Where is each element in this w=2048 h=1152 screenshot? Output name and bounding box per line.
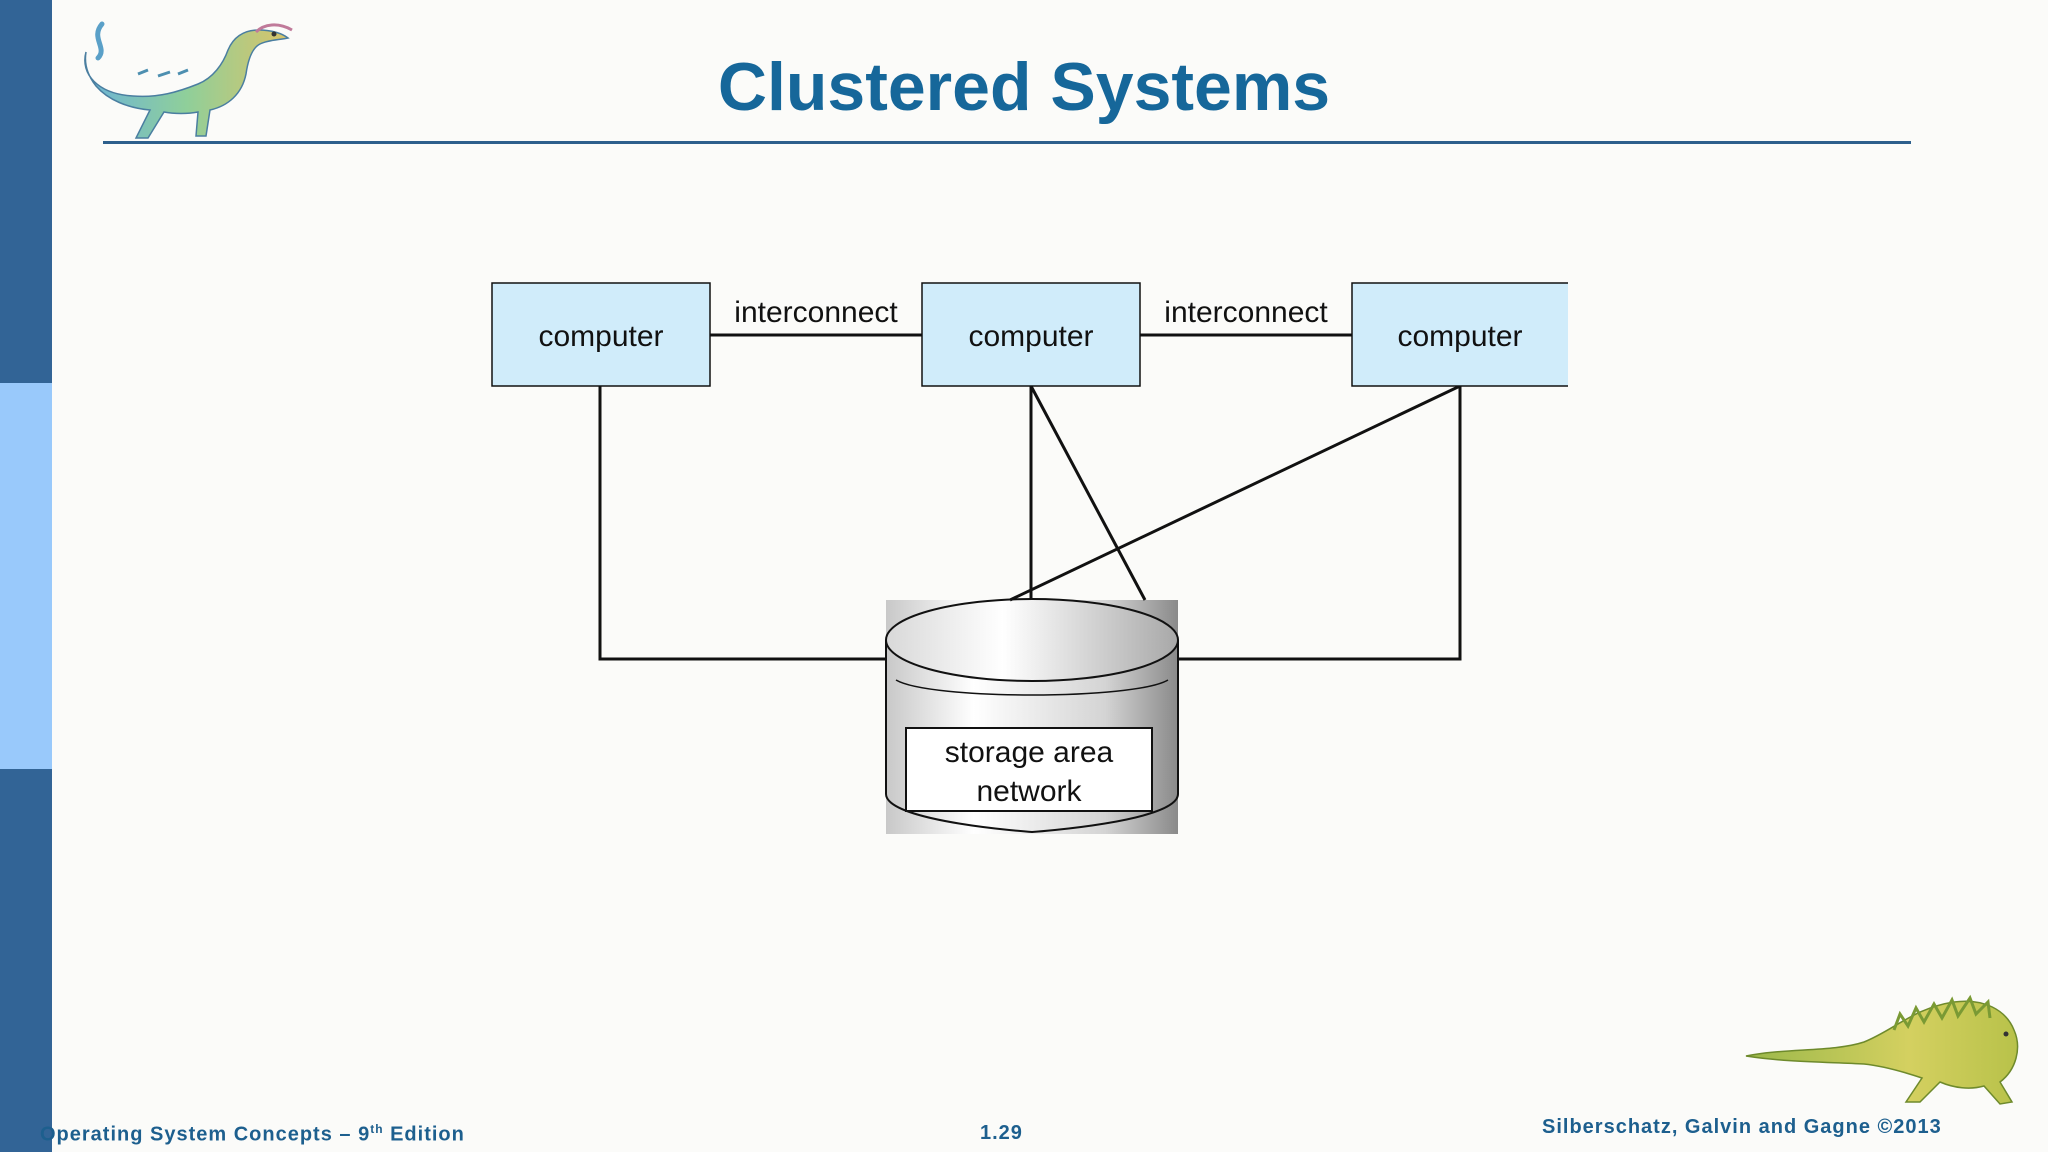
- left-side-bar-highlight: [0, 383, 52, 769]
- storage-label-box: [905, 727, 1153, 812]
- line-center-computer-diagonal: [1029, 385, 1147, 601]
- computer-box-3: [1351, 282, 1568, 387]
- slide-title: Clustered Systems: [717, 49, 1331, 125]
- interconnect-label-2: interconnect: [1164, 296, 1328, 329]
- computer-box-2: [921, 282, 1141, 387]
- title-divider: [103, 141, 1911, 144]
- storage-label-line-1: storage area: [945, 736, 1114, 769]
- footer-book-title: Operating System Concepts – 9th Edition: [40, 1122, 465, 1147]
- cylinder-inner-rim: [895, 679, 1169, 696]
- footer-book-title-suffix: Edition: [383, 1123, 465, 1146]
- computer-label-3: computer: [1397, 320, 1522, 353]
- computer-box-1: [491, 282, 711, 387]
- computer-node-3: computer: [1351, 282, 1568, 387]
- computer-node-1: computer: [491, 282, 711, 387]
- line-right-computer-to-storage: [1178, 386, 1462, 661]
- line-left-computer-to-storage: [598, 386, 886, 661]
- interconnect-label-1: interconnect: [734, 296, 898, 329]
- footer-authors: Silberschatz, Galvin and Gagne ©2013: [1542, 1116, 1942, 1138]
- dinosaur-logo-bottom: [1745, 994, 2019, 1105]
- cylinder-top: [885, 598, 1179, 682]
- cylinder-outline: [885, 640, 1179, 834]
- computer-label-2: computer: [968, 320, 1093, 353]
- dinosaur-logo-top: [84, 21, 293, 139]
- page-number: 1.29: [980, 1122, 1023, 1144]
- connection-lines: [598, 333, 1462, 661]
- footer-book-title-sup: th: [370, 1122, 384, 1136]
- computer-node-2: computer: [921, 282, 1141, 387]
- storage-cylinder: [885, 598, 1179, 834]
- computer-label-1: computer: [538, 320, 663, 353]
- storage-label-line-2: network: [976, 775, 1082, 808]
- left-side-bar: [0, 0, 52, 1152]
- footer-book-title-prefix: Operating System Concepts – 9: [40, 1123, 371, 1146]
- line-right-computer-diagonal: [1009, 384, 1461, 602]
